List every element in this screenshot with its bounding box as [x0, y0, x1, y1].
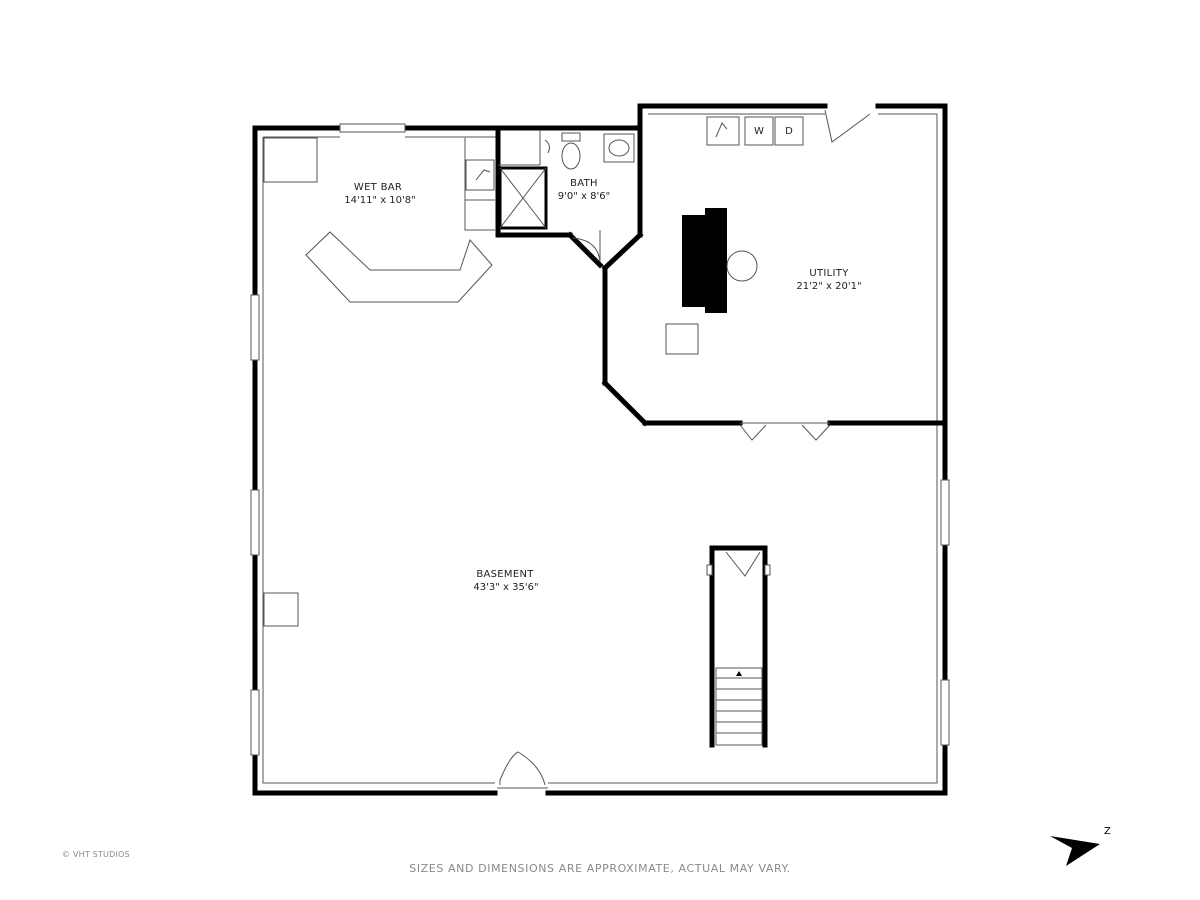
- basement-dims: 43'3" x 35'6": [473, 582, 538, 593]
- bath-door-swing: [572, 237, 601, 263]
- bath-angled-wall: [601, 231, 644, 272]
- inner-wall-lines: [262, 113, 938, 784]
- utility-exterior-door: [824, 109, 871, 143]
- window-left-2: [250, 489, 260, 556]
- furnace-unit: [705, 208, 727, 313]
- utility-fixtures: W D: [665, 116, 804, 355]
- disclaimer-text: SIZES AND DIMENSIONS ARE APPROXIMATE, AC…: [409, 862, 791, 875]
- bath-fixtures: [544, 132, 635, 263]
- bath-name: BATH: [570, 178, 598, 189]
- staircase: [715, 667, 763, 746]
- basement-fixtures: [263, 592, 548, 789]
- north-arrow-icon: [1050, 836, 1100, 866]
- utility-box: [665, 323, 699, 355]
- stair-walls: [709, 545, 768, 748]
- utility-double-door: [739, 424, 831, 441]
- window-top: [339, 123, 406, 133]
- washer: [744, 116, 774, 146]
- sink-basin: [608, 139, 630, 157]
- stair-door-swing: [725, 551, 761, 577]
- compass-letter: Z: [1104, 826, 1111, 837]
- entry-door-swing: [499, 751, 546, 786]
- shower: [498, 166, 548, 230]
- window-left-3: [250, 689, 260, 756]
- dryer: [774, 116, 804, 146]
- wet-bar-cabinet: [263, 137, 318, 183]
- stairwell: [706, 545, 771, 748]
- stair-arrow-icon: [736, 671, 742, 676]
- toilet-tank: [561, 132, 581, 142]
- utility-angled-wall: [601, 379, 649, 427]
- wet-bar-dims: 14'11" x 10'8": [344, 195, 416, 206]
- copyright-text: © VHT STUDIOS: [62, 850, 130, 859]
- wet-bar-name: WET BAR: [354, 182, 402, 193]
- utility-sink: [706, 116, 740, 146]
- washer-label: W: [754, 126, 764, 137]
- exterior-walls: [252, 103, 948, 796]
- basement-box: [263, 592, 299, 627]
- windows: [250, 123, 950, 756]
- bath-walls: [495, 125, 644, 272]
- utility-walls: [601, 265, 948, 427]
- water-heater: [726, 250, 758, 282]
- utility-dims: 21'2" x 20'1": [796, 281, 861, 292]
- window-right-1: [940, 479, 950, 546]
- utility-name: UTILITY: [809, 268, 849, 279]
- bath-door-swing-small: [544, 139, 550, 154]
- basement-name: BASEMENT: [476, 569, 534, 580]
- dryer-label: D: [785, 126, 793, 137]
- window-right-2: [940, 679, 950, 746]
- bath-dims: 9'0" x 8'6": [558, 191, 610, 202]
- bath-door-jamb: [566, 231, 604, 269]
- window-left-1: [250, 294, 260, 361]
- bar-counter: [305, 231, 493, 303]
- toilet-bowl: [561, 142, 581, 170]
- wet-bar-fixtures: [263, 137, 495, 303]
